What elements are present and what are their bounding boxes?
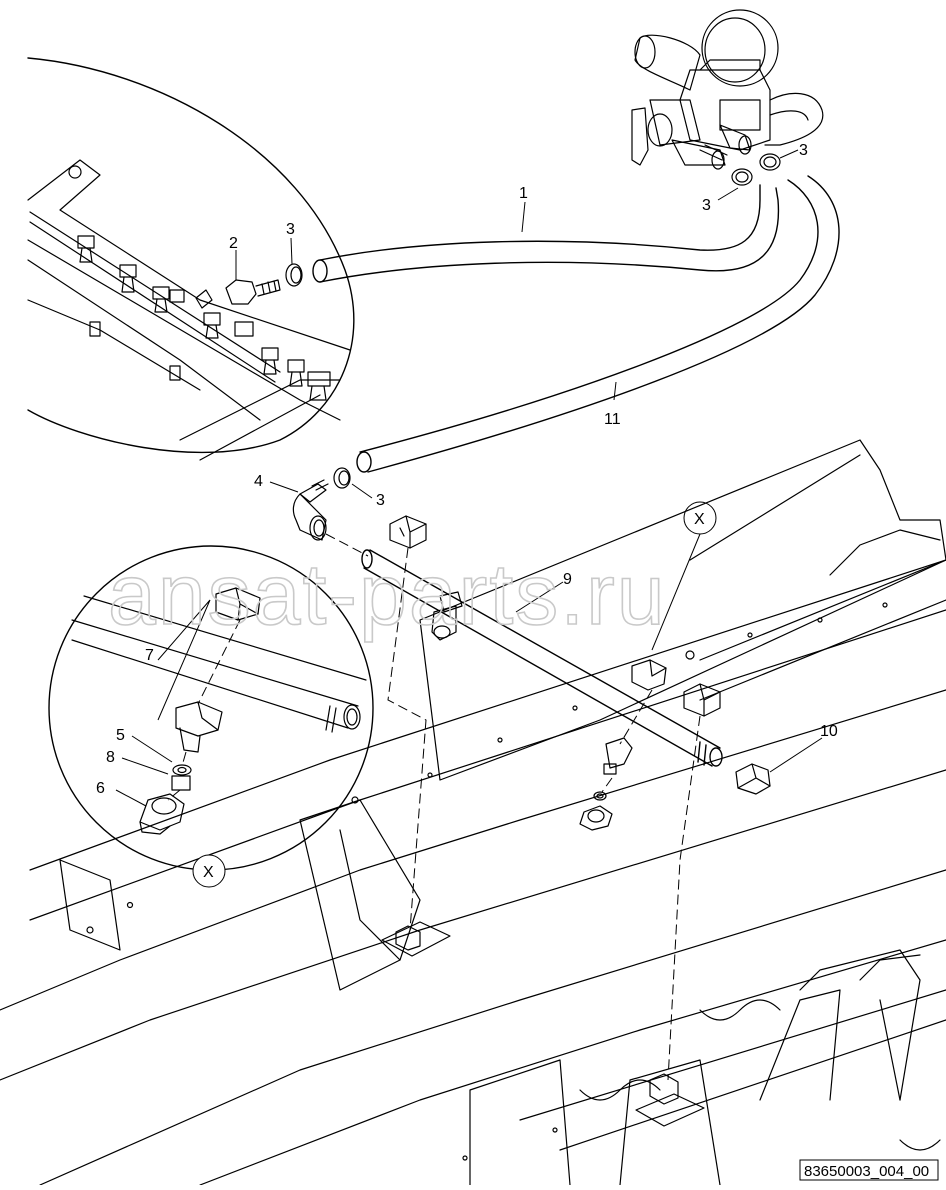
valve-block bbox=[631, 9, 824, 170]
detail-marker-bottom: X bbox=[203, 864, 214, 881]
boom-nozzles bbox=[77, 235, 331, 401]
callout-4: 4 bbox=[254, 473, 263, 490]
callout-11: 11 bbox=[604, 411, 621, 428]
clip-holder-left bbox=[381, 921, 451, 957]
callout-1: 1 bbox=[519, 185, 528, 202]
hose-clamp-3-top-b bbox=[731, 168, 753, 186]
hose-11 bbox=[356, 175, 840, 473]
callout-3-top-right: 3 bbox=[799, 142, 808, 159]
clip-holder-right bbox=[635, 1073, 705, 1127]
cap-nut-10 bbox=[735, 763, 771, 795]
callout-5: 5 bbox=[116, 727, 125, 744]
nozzle-assembly bbox=[579, 659, 667, 831]
hose-clamp-3-top-a bbox=[759, 153, 781, 171]
drawing-ref-box: 83650003_004_00 bbox=[799, 1159, 939, 1181]
callout-6: 6 bbox=[96, 780, 105, 797]
hose-clamp-3-lower bbox=[333, 467, 351, 489]
callout-7: 7 bbox=[145, 647, 154, 664]
callout-3-lower: 3 bbox=[376, 492, 385, 509]
drawing-ref-number: 83650003_004_00 bbox=[804, 1163, 929, 1180]
watermark: ansat-parts.ru bbox=[108, 547, 667, 643]
spray-pipe-9 bbox=[361, 549, 723, 767]
detail-marker-top: X bbox=[694, 511, 705, 528]
hose-clamp-3-left bbox=[285, 263, 303, 287]
callout-8: 8 bbox=[106, 749, 115, 766]
callout-9: 9 bbox=[563, 571, 572, 588]
hose-1 bbox=[312, 184, 780, 283]
callout-2: 2 bbox=[229, 235, 238, 252]
elbow-fitting-4 bbox=[292, 479, 329, 541]
detail-circle-top bbox=[27, 57, 355, 461]
pipe-clip-left bbox=[389, 515, 427, 549]
callout-3-top: 3 bbox=[702, 197, 711, 214]
callout-3-left: 3 bbox=[286, 221, 295, 238]
callout-10: 10 bbox=[820, 723, 838, 740]
fitting-2 bbox=[195, 279, 281, 309]
alignment-lines bbox=[167, 533, 701, 1081]
pipe-nozzle-upper bbox=[431, 591, 463, 641]
leader-lines bbox=[115, 149, 823, 888]
pipe-clip-right bbox=[683, 683, 721, 717]
